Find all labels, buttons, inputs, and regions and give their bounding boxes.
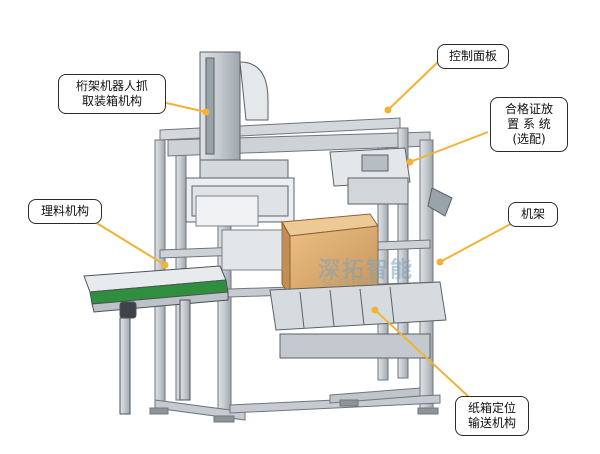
product-stack: [195, 195, 283, 271]
certificate-system: [347, 177, 453, 217]
carton-conveyor: [269, 281, 447, 359]
control-panel: [329, 147, 411, 187]
callout-gantry-robot: 桁架机器人抓 取装箱机构: [58, 74, 166, 114]
callout-frame: 机架: [508, 202, 558, 227]
watermark-en: SCISHTOPAI: [322, 278, 380, 287]
carton-box: [281, 213, 379, 298]
infeed-conveyor: [83, 265, 229, 415]
callout-control-panel: 控制面板: [437, 44, 509, 69]
callout-certificate-system: 合格证放 置 系 统 (选配): [490, 97, 568, 152]
callout-carton-conveyor: 纸箱定位 输送机构: [455, 396, 529, 436]
watermark-cn: 深拓智能: [318, 258, 415, 283]
callout-sorting: 理料机构: [28, 199, 102, 224]
leader-lines: [94, 59, 519, 399]
